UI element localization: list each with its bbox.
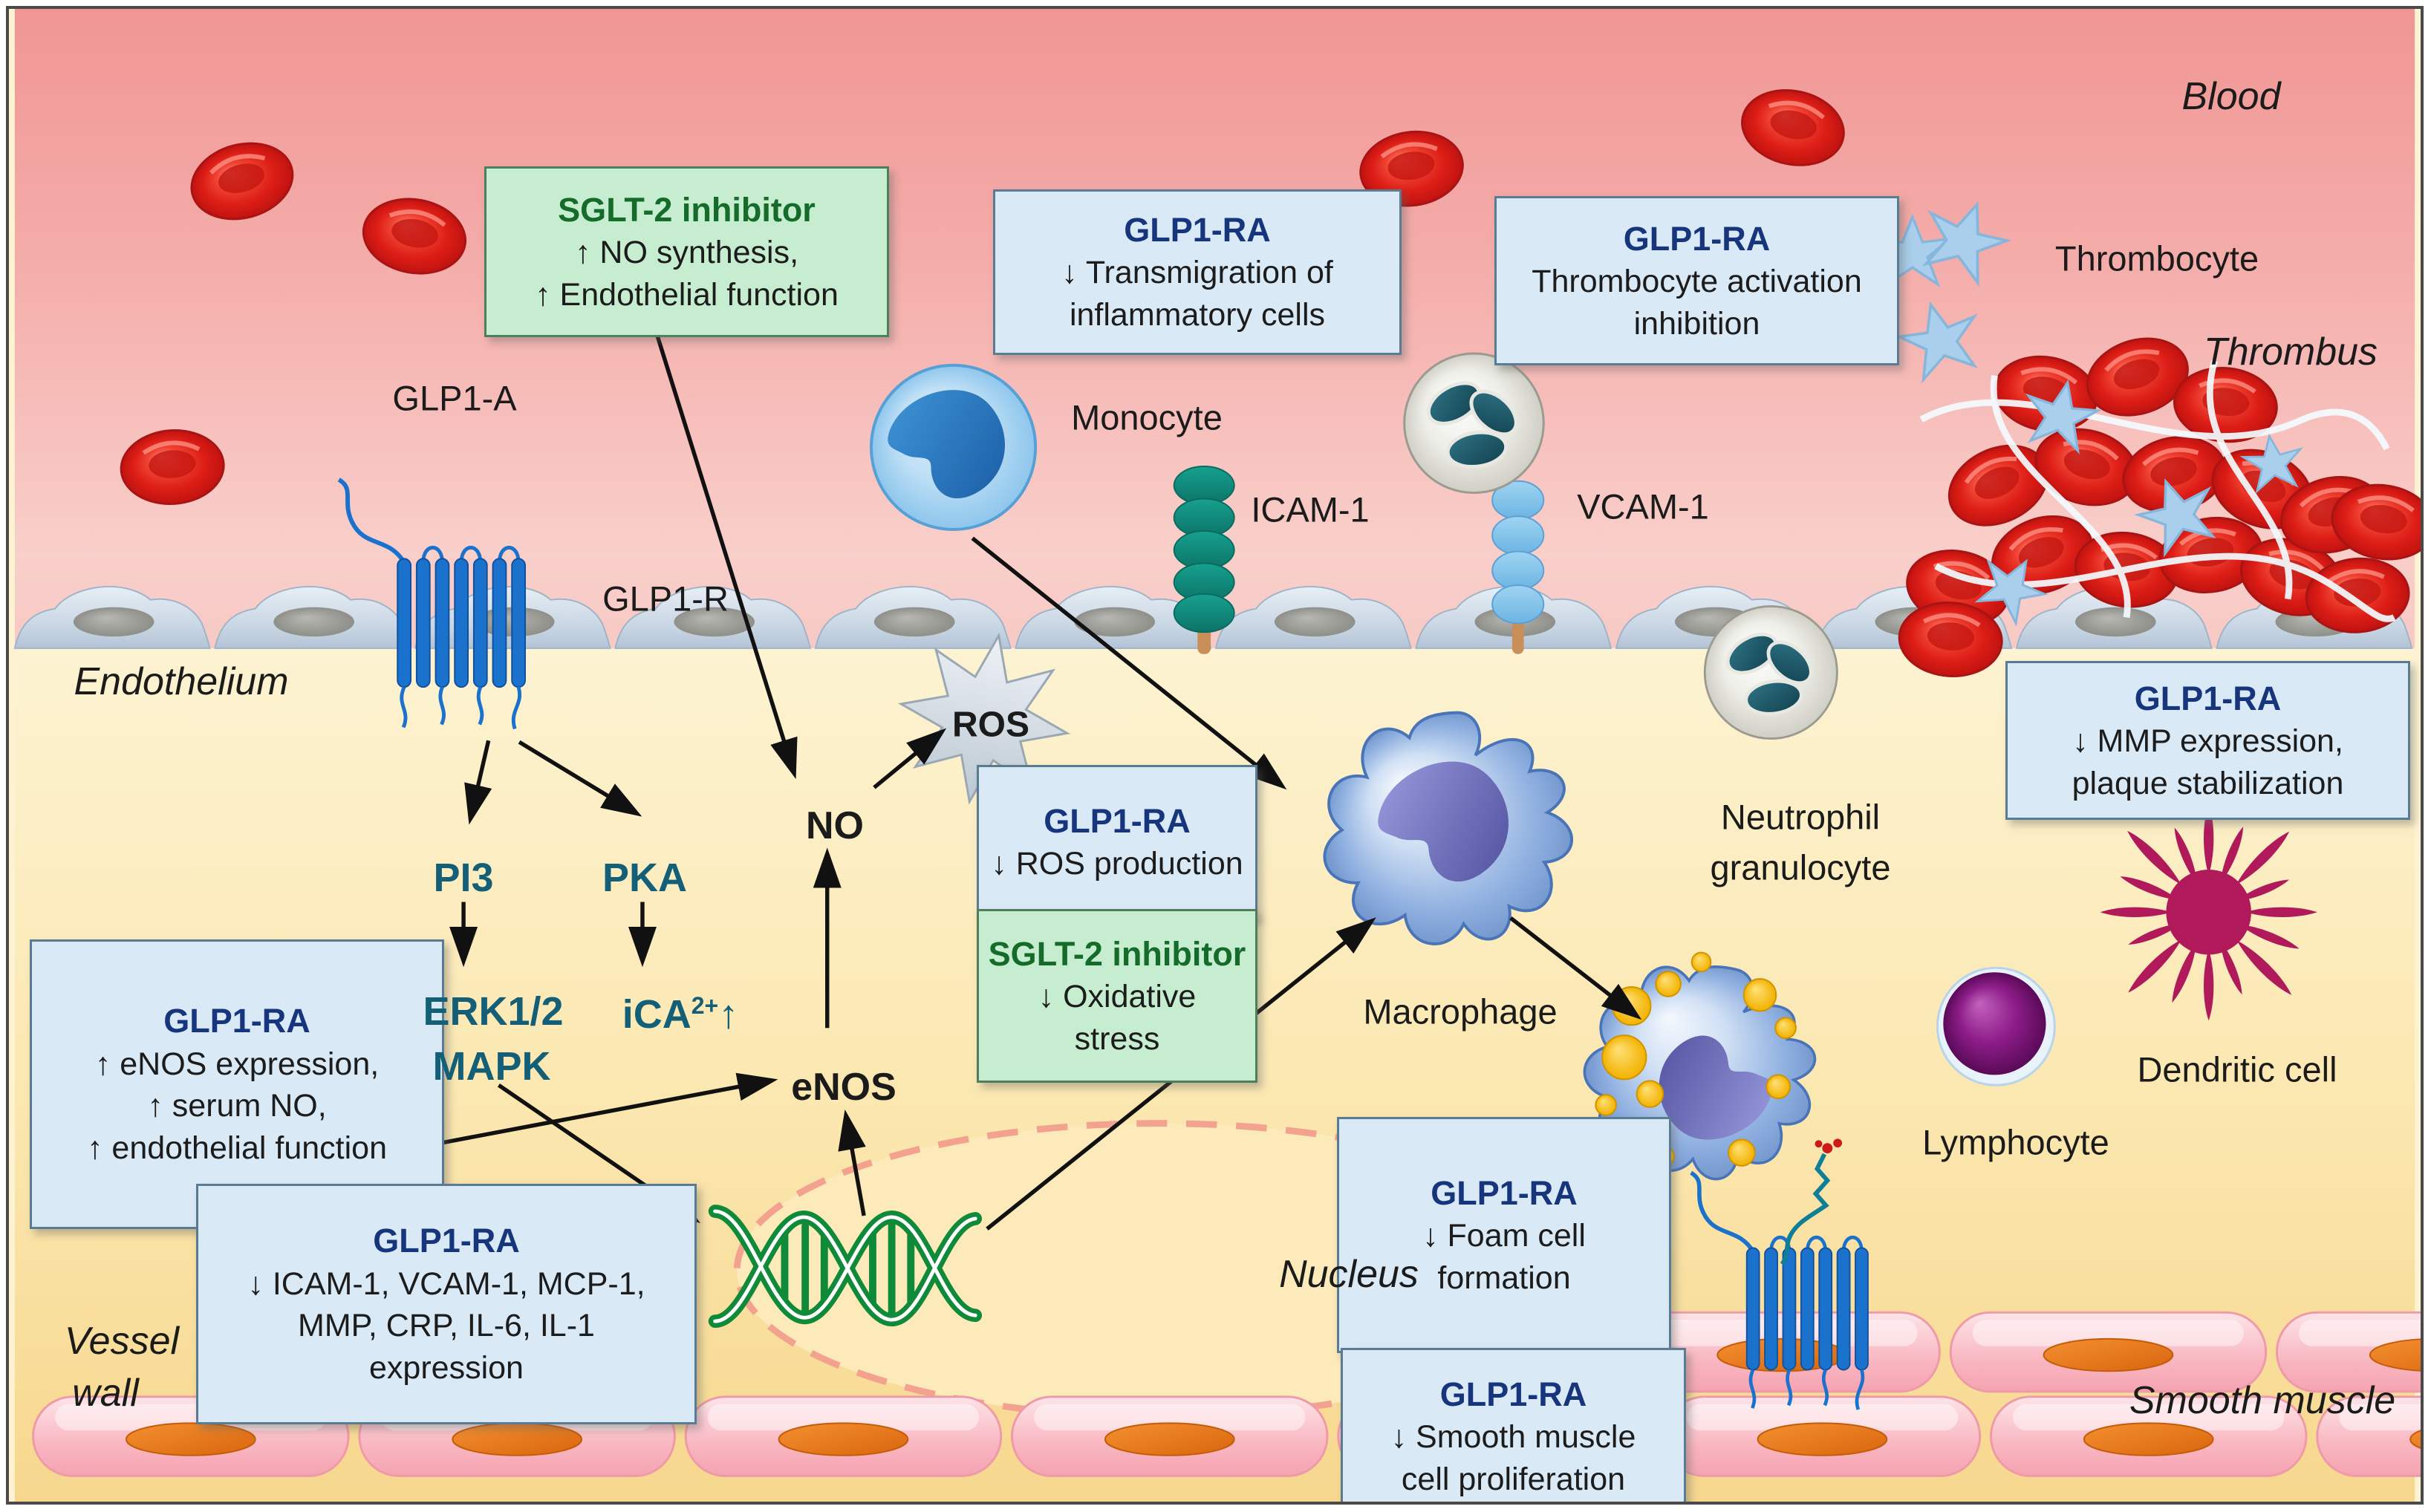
box-line: inhibition	[1633, 305, 1760, 342]
box-title: SGLT-2 inhibitor	[558, 190, 816, 229]
mapk-label: MAPK	[432, 1044, 551, 1089]
box-glp1ra-smooth-muscle: GLP1-RA ↓ Smooth muscle cell proliferati…	[1341, 1348, 1686, 1502]
icam1-label: ICAM-1	[1251, 489, 1370, 529]
box-line: ↑ NO synthesis,	[574, 234, 799, 270]
ros-label: ROS	[951, 705, 1030, 745]
box-sglt2-oxidative-stress: SGLT-2 inhibitor ↓ Oxidative stress	[977, 909, 1257, 1083]
no-label: NO	[806, 804, 864, 847]
box-glp1ra-icam-expression: GLP1-RA ↓ ICAM-1, VCAM-1, MCP-1, MMP, CR…	[196, 1184, 697, 1424]
box-title: GLP1-RA	[1439, 1375, 1587, 1413]
box-glp1ra-thrombocyte-inhibition: GLP1-RA Thrombocyte activation inhibitio…	[1494, 196, 1899, 365]
box-line: ↓ Transmigration of	[1061, 255, 1333, 291]
nucleus-label: Nucleus	[1279, 1253, 1419, 1296]
box-title: SGLT-2 inhibitor	[988, 934, 1246, 973]
glp1a-label: GLP1-A	[392, 378, 517, 418]
dendritic-cell-graphic	[2100, 804, 2317, 1021]
blood-region-label: Blood	[2181, 75, 2281, 118]
box-line: cell proliferation	[1401, 1461, 1626, 1497]
dna-helix-graphic	[708, 1205, 983, 1329]
smooth-muscle-label: Smooth muscle	[2129, 1379, 2396, 1422]
endothelium-label: Endothelium	[74, 660, 289, 703]
dendritic-cell-label: Dendritic cell	[2137, 1049, 2337, 1089]
box-line: MMP, CRP, IL-6, IL-1	[298, 1308, 595, 1344]
vcam1-receptor-graphic	[1491, 480, 1545, 654]
neutrophil-label-line2: granulocyte	[1710, 847, 1891, 887]
erk-label: ERK1/2	[423, 989, 564, 1034]
box-line: ↓ Foam cell	[1422, 1217, 1586, 1254]
ica-up-arrow: ↑	[718, 992, 739, 1037]
enos-label: eNOS	[791, 1066, 896, 1109]
box-sglt2-no-synthesis: SGLT-2 inhibitor ↑ NO synthesis, ↑ Endot…	[484, 166, 889, 337]
box-glp1ra-mmp: GLP1-RA ↓ MMP expression, plaque stabili…	[2005, 661, 2410, 820]
ica-label: iCA2+↑	[622, 991, 738, 1037]
box-line: formation	[1437, 1260, 1571, 1296]
box-line: plaque stabilization	[2072, 765, 2344, 801]
box-line: expression	[369, 1350, 524, 1386]
box-line: Thrombocyte activation	[1532, 263, 1862, 299]
macrophage-label: Macrophage	[1363, 991, 1558, 1032]
neutrophil-label-line1: Neutrophil	[1720, 797, 1881, 837]
box-line: inflammatory cells	[1069, 297, 1326, 333]
vcam1-label: VCAM-1	[1577, 486, 1709, 527]
box-title: GLP1-RA	[163, 1002, 310, 1040]
box-line: ↓ ROS production	[991, 846, 1243, 882]
icam1-receptor-graphic	[1173, 466, 1235, 654]
box-line: ↑ Endothelial function	[535, 276, 839, 313]
box-title: GLP1-RA	[1044, 801, 1191, 840]
neutrophil-graphic-top	[1405, 353, 1544, 493]
ica-base-text: iCA	[622, 992, 691, 1037]
box-line: ↑ endothelial function	[86, 1130, 387, 1167]
box-line: ↓ Oxidative	[1038, 978, 1197, 1014]
ros-burst-graphic	[897, 632, 1071, 805]
box-line: ↑ eNOS expression,	[94, 1046, 380, 1082]
box-glp1ra-transmigration: GLP1-RA ↓ Transmigration of inflammatory…	[993, 189, 1402, 355]
box-line: stress	[1074, 1020, 1160, 1057]
box-line: ↓ Smooth muscle	[1390, 1418, 1636, 1455]
figure-frame: SGLT-2 inhibitor ↑ NO synthesis, ↑ Endot…	[6, 6, 2424, 1505]
box-line: ↓ ICAM-1, VCAM-1, MCP-1,	[247, 1265, 645, 1302]
box-line: ↑ serum NO,	[147, 1088, 327, 1124]
box-line: ↓ MMP expression,	[2072, 723, 2343, 759]
thrombus-graphic	[1897, 326, 2421, 680]
box-title: GLP1-RA	[1623, 219, 1771, 258]
lymphocyte-label: Lymphocyte	[1922, 1122, 2109, 1162]
box-title: GLP1-RA	[1431, 1173, 1578, 1212]
glp1-receptor-bottom-graphic	[1691, 1138, 1868, 1410]
box-title: GLP1-RA	[1124, 211, 1271, 250]
thrombocyte-label: Thrombocyte	[2054, 238, 2259, 278]
box-glp1ra-foam-cell: GLP1-RA ↓ Foam cell formation	[1337, 1117, 1671, 1353]
glp1r-label: GLP1-R	[602, 579, 729, 619]
box-title: GLP1-RA	[2134, 679, 2282, 717]
monocyte-label: Monocyte	[1071, 397, 1223, 437]
lymphocyte-graphic	[1936, 966, 2056, 1086]
vessel-wall-label-line1: Vessel	[64, 1320, 180, 1363]
pka-label: PKA	[602, 856, 688, 900]
box-title: GLP1-RA	[373, 1222, 520, 1260]
box-glp1ra-ros-production: GLP1-RA ↓ ROS production	[977, 765, 1257, 919]
thrombus-label: Thrombus	[2203, 330, 2378, 374]
peptide-chain-graphic	[1780, 1153, 1831, 1266]
monocyte-graphic	[870, 363, 1038, 531]
ica-superscript: 2+	[691, 992, 719, 1019]
vessel-wall-label-line2: wall	[72, 1372, 139, 1415]
neutrophil-graphic-lower	[1705, 606, 1837, 738]
pi3-label: PI3	[433, 856, 494, 900]
